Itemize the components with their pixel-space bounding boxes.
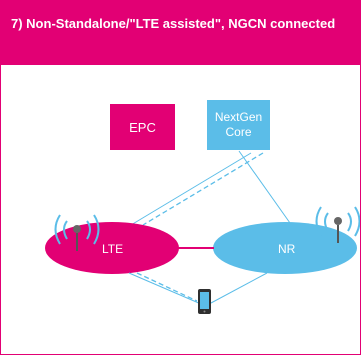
ngc-lte-link-solid	[130, 152, 252, 226]
epc-box: EPC	[110, 104, 175, 150]
antenna-icon-right	[315, 206, 360, 243]
diagram-title: 7) Non-Standalone/"LTE assisted", NGCN c…	[11, 16, 336, 31]
lte-phone-link-solid	[128, 272, 202, 305]
ngc-lte-link-dashed	[142, 152, 264, 226]
nextgen-core-box: NextGen Core	[207, 100, 270, 150]
lte-label: LTE	[102, 242, 124, 256]
lte-cell	[45, 222, 179, 274]
epc-label: EPC	[129, 119, 156, 135]
nr-phone-link	[210, 272, 268, 304]
header-bar: 7) Non-Standalone/"LTE assisted", NGCN c…	[1, 1, 360, 65]
nr-label: NR	[278, 242, 296, 256]
lte-phone-link-dashed	[136, 272, 198, 302]
ngc-nr-link-solid	[238, 150, 291, 224]
nextgen-core-label-line1: NextGen	[214, 110, 263, 124]
phone-icon	[198, 289, 211, 314]
antenna-icon-left	[54, 214, 100, 251]
nextgen-core-label-line2: Core	[225, 125, 252, 139]
